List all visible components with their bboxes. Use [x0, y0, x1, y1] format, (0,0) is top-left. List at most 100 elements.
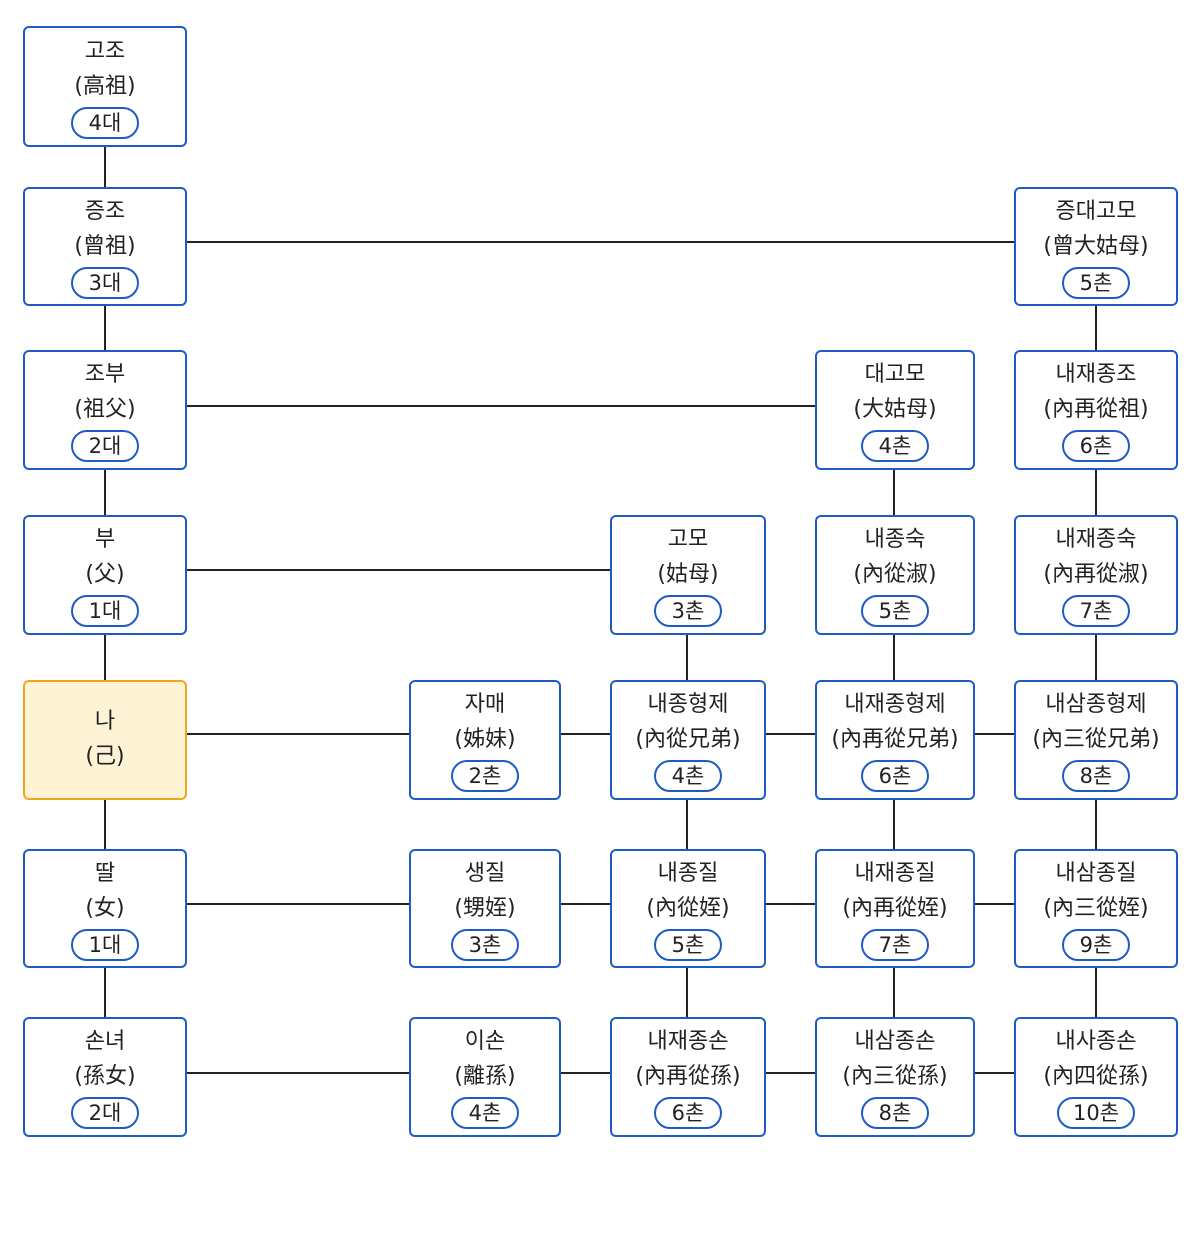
kin-node-jamae: 자매 (姊妹) 2촌 — [409, 680, 561, 800]
kin-node-bu: 부 (父) 1대 — [23, 515, 187, 635]
kin-node-naesajongson: 내사종손 (內四從孫) 10촌 — [1014, 1017, 1178, 1137]
degree-badge: 8촌 — [1062, 760, 1130, 792]
node-hanja: (甥姪) — [454, 895, 516, 921]
kin-node-naejongsuk: 내종숙 (內從淑) 5촌 — [815, 515, 975, 635]
node-hanja: (父) — [85, 562, 125, 587]
node-hanja: (大姑母) — [853, 397, 937, 422]
node-hanja: (內三從姪) — [1043, 895, 1149, 921]
node-hanja: (曾大姑母) — [1043, 233, 1149, 259]
node-label: 생질 — [464, 860, 506, 886]
node-label: 내재종형제 — [844, 692, 946, 717]
node-hanja: (高祖) — [74, 73, 136, 99]
node-label: 내종숙 — [864, 527, 926, 552]
node-hanja: (內從姪) — [646, 895, 730, 921]
degree-badge: 6촌 — [861, 760, 929, 792]
kin-node-naesamjonghyeongje: 내삼종형제 (內三從兄弟) 8촌 — [1014, 680, 1178, 800]
kin-node-gomo: 고모 (姑母) 3촌 — [610, 515, 766, 635]
degree-badge: 1대 — [71, 595, 139, 627]
node-label: 증대고모 — [1055, 198, 1137, 224]
kin-node-naesamjongjil: 내삼종질 (內三從姪) 9촌 — [1014, 849, 1178, 968]
node-label: 내종형제 — [647, 692, 729, 717]
degree-badge: 2대 — [71, 430, 139, 462]
kin-node-naejaejongsuk: 내재종숙 (內再從淑) 7촌 — [1014, 515, 1178, 635]
node-label: 내재종질 — [854, 860, 936, 886]
degree-badge: 8촌 — [861, 1097, 929, 1129]
node-hanja: (內從淑) — [853, 562, 937, 587]
degree-badge: 6촌 — [654, 1097, 722, 1129]
kin-node-saengjil: 생질 (甥姪) 3촌 — [409, 849, 561, 968]
node-label: 손녀 — [84, 1029, 126, 1054]
degree-badge: 5촌 — [654, 928, 722, 961]
kin-node-ison: 이손 (離孫) 4촌 — [409, 1017, 561, 1137]
degree-badge: 4촌 — [654, 760, 722, 792]
kin-node-naejonghyeongje: 내종형제 (內從兄弟) 4촌 — [610, 680, 766, 800]
node-label: 딸 — [94, 860, 116, 886]
kin-node-jobu: 조부 (祖父) 2대 — [23, 350, 187, 470]
node-hanja: (己) — [85, 744, 125, 769]
node-label: 자매 — [464, 692, 506, 717]
node-label: 내재종손 — [647, 1029, 729, 1054]
node-label: 고모 — [667, 527, 709, 552]
node-hanja: (離孫) — [454, 1064, 516, 1089]
node-label: 대고모 — [864, 362, 926, 387]
degree-badge: 6촌 — [1062, 430, 1130, 462]
degree-badge: 3대 — [71, 266, 139, 299]
node-label: 내종질 — [657, 860, 719, 886]
kin-node-naejaejonghyeongje: 내재종형제 (內再從兄弟) 6촌 — [815, 680, 975, 800]
degree-badge: 9촌 — [1062, 928, 1130, 961]
node-hanja: (內四從孫) — [1043, 1064, 1149, 1089]
kin-node-ttal: 딸 (女) 1대 — [23, 849, 187, 968]
node-hanja: (內從兄弟) — [635, 727, 741, 752]
node-hanja: (姑母) — [657, 562, 719, 587]
degree-badge: 5촌 — [861, 595, 929, 627]
degree-badge: 5촌 — [1062, 266, 1130, 299]
kin-node-naejaejongjil: 내재종질 (內再從姪) 7촌 — [815, 849, 975, 968]
kin-node-naejaejongson: 내재종손 (內再從孫) 6촌 — [610, 1017, 766, 1137]
node-label: 내재종숙 — [1055, 527, 1137, 552]
node-hanja: (內再從孫) — [635, 1064, 741, 1089]
node-label: 나 — [94, 709, 116, 734]
node-hanja: (孫女) — [74, 1064, 136, 1089]
degree-badge: 2대 — [71, 1097, 139, 1129]
degree-badge: 7촌 — [1062, 595, 1130, 627]
kin-node-gojo: 고조 (高祖) 4대 — [23, 26, 187, 147]
degree-badge: 3촌 — [654, 595, 722, 627]
node-hanja: (內再從兄弟) — [831, 727, 959, 752]
node-label: 증조 — [84, 198, 126, 224]
node-hanja: (內再從姪) — [842, 895, 948, 921]
kin-node-jeungdaegomo: 증대고모 (曾大姑母) 5촌 — [1014, 187, 1178, 306]
kin-node-self: 나 (己) — [23, 680, 187, 800]
degree-badge: 2촌 — [451, 760, 519, 792]
node-hanja: (內再從祖) — [1043, 397, 1149, 422]
node-label: 조부 — [84, 362, 126, 387]
degree-badge: 7촌 — [861, 928, 929, 961]
degree-badge: 4촌 — [451, 1097, 519, 1129]
node-hanja: (內再從淑) — [1043, 562, 1149, 587]
degree-badge: 4대 — [71, 106, 139, 139]
node-label: 이손 — [464, 1029, 506, 1054]
node-label: 내사종손 — [1055, 1029, 1137, 1054]
kin-node-sonnyeo: 손녀 (孫女) 2대 — [23, 1017, 187, 1137]
node-hanja: (祖父) — [74, 397, 136, 422]
node-hanja: (姊妹) — [454, 727, 516, 752]
node-hanja: (女) — [85, 895, 125, 921]
degree-badge: 4촌 — [861, 430, 929, 462]
node-hanja: (內三從孫) — [842, 1064, 948, 1089]
kin-node-daegomo: 대고모 (大姑母) 4촌 — [815, 350, 975, 470]
kin-node-naesamjongson: 내삼종손 (內三從孫) 8촌 — [815, 1017, 975, 1137]
kin-node-jeungjo: 증조 (曾祖) 3대 — [23, 187, 187, 306]
node-label: 내삼종질 — [1055, 860, 1137, 886]
degree-badge: 1대 — [71, 928, 139, 961]
degree-badge: 3촌 — [451, 928, 519, 961]
node-hanja: (曾祖) — [74, 233, 136, 259]
node-hanja: (內三從兄弟) — [1032, 727, 1160, 752]
kin-node-naejongjil: 내종질 (內從姪) 5촌 — [610, 849, 766, 968]
kin-node-naejaejongjo: 내재종조 (內再從祖) 6촌 — [1014, 350, 1178, 470]
node-label: 부 — [94, 527, 116, 552]
node-label: 내삼종손 — [854, 1029, 936, 1054]
node-label: 내삼종형제 — [1045, 692, 1147, 717]
degree-badge: 10촌 — [1056, 1097, 1136, 1129]
node-label: 고조 — [84, 38, 126, 64]
